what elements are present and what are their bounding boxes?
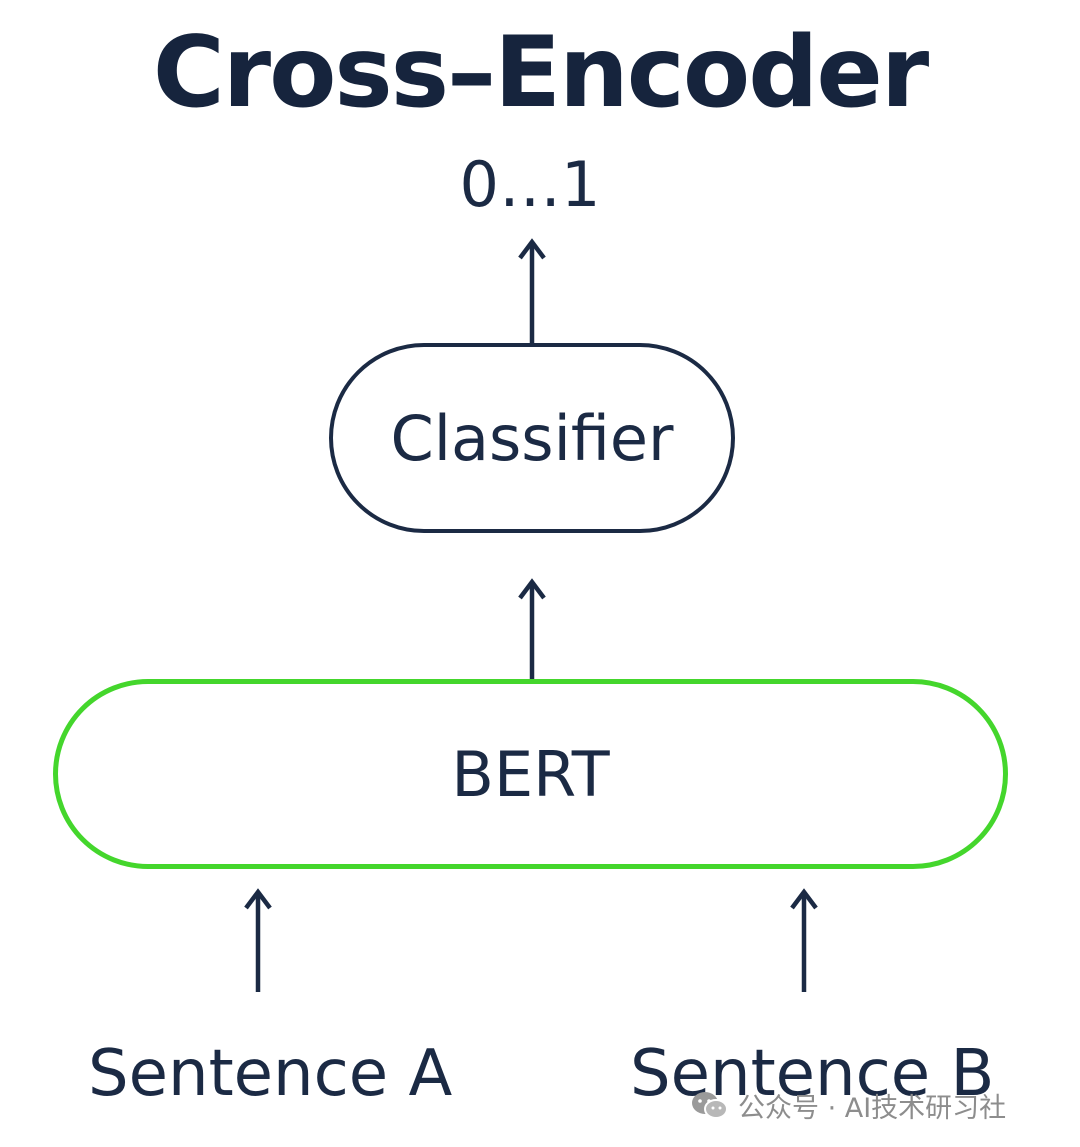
diagram-title: Cross–Encoder xyxy=(152,16,929,130)
arrow-classifier-to-output xyxy=(518,238,546,344)
classifier-node: Classifier xyxy=(329,343,735,533)
arrow-sentence-a-to-bert xyxy=(244,888,272,992)
arrow-bert-to-classifier xyxy=(518,578,546,682)
sentence-b-label: Sentence B xyxy=(630,1037,995,1111)
arrow-sentence-b-to-bert xyxy=(790,888,818,992)
bert-label: BERT xyxy=(451,737,610,811)
sentence-a-label: Sentence A xyxy=(88,1037,453,1111)
wechat-icon xyxy=(692,1091,728,1119)
classifier-label: Classifier xyxy=(390,401,674,475)
watermark: 公众号 · AI技术研习社 xyxy=(690,1086,1006,1125)
bert-node: BERT xyxy=(53,679,1008,869)
output-range-label: 0…1 xyxy=(459,148,601,221)
watermark-text: 公众号 · AI技术研习社 xyxy=(738,1093,1007,1124)
